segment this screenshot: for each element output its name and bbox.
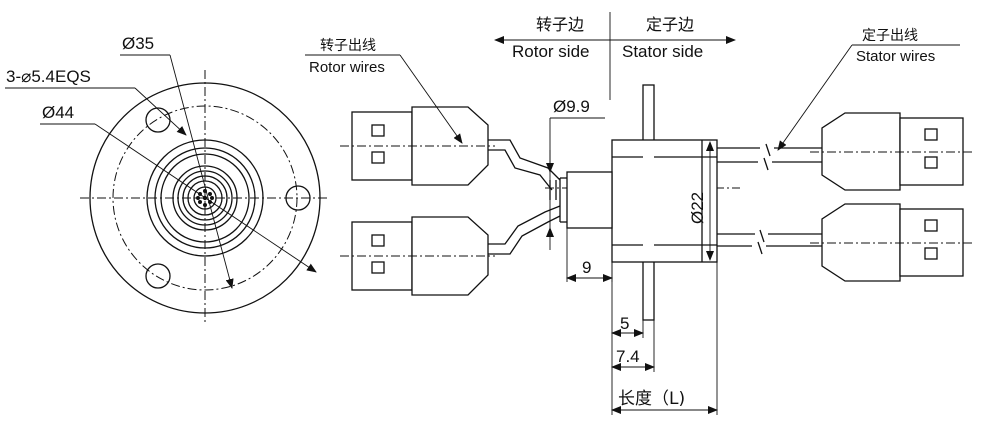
side-view: 转子边 Rotor side 定子边 Stator side — [305, 12, 975, 415]
stator-wire-top — [717, 143, 822, 157]
dim-7-4-label: 7.4 — [616, 347, 640, 366]
stator-wires-leader — [777, 44, 853, 151]
body-ring-6 — [182, 175, 228, 221]
dim-d35-leader — [169, 54, 234, 289]
flange-outer-circle — [89, 82, 321, 314]
rotor-wires-leader — [399, 54, 463, 144]
rotor-wire-top-a — [488, 139, 561, 181]
rotor-body — [566, 171, 613, 229]
rotor-wires-cn: 转子出线 — [320, 38, 376, 54]
mounting-hole-1 — [145, 107, 171, 133]
dim-d9-9-label: Ø9.9 — [553, 97, 590, 116]
dim-9-label: 9 — [582, 258, 591, 277]
dim-d44-label: Ø44 — [42, 103, 74, 122]
stator-body — [611, 139, 718, 263]
dim-5-label: 5 — [620, 314, 629, 333]
mounting-hole-3 — [145, 263, 171, 289]
body-ring-5 — [177, 170, 233, 226]
bolt-pitch-circle — [112, 105, 298, 291]
body-ring-3 — [160, 153, 250, 243]
dim-length-label: 长度（L) — [618, 389, 685, 409]
dim-d22-label: Ø22 — [688, 192, 707, 224]
dim-d44-leader — [94, 123, 317, 273]
dim-holes-label: 3-⌀5.4EQS — [6, 67, 91, 86]
dim-holes-leader — [134, 87, 187, 136]
dim-d35-label: Ø35 — [122, 34, 154, 53]
stator-side-cn: 定子边 — [646, 15, 694, 34]
rotor-side-en: Rotor side — [512, 42, 589, 61]
stator-connector-bottom — [810, 203, 975, 282]
rotor-wire-bottom-a — [488, 205, 561, 245]
body-ring-2 — [154, 147, 256, 249]
body-ring-1 — [146, 139, 264, 257]
stator-connector-top — [810, 112, 975, 191]
stator-wires-en: Stator wires — [856, 48, 935, 65]
rotor-side-cn: 转子边 — [536, 15, 584, 34]
stator-wires-cn: 定子出线 — [862, 28, 918, 44]
front-view: Ø35 3-⌀5.4EQS Ø44 — [5, 34, 330, 325]
stator-side-en: Stator side — [622, 42, 703, 61]
rotor-connector-bottom — [340, 216, 495, 296]
rotor-ring — [187, 180, 223, 216]
rotor-wires-en: Rotor wires — [309, 59, 385, 76]
body-ring-4 — [172, 165, 238, 231]
rotor-connector-top — [340, 106, 495, 186]
mounting-hole-2 — [285, 185, 311, 211]
stator-wire-bottom — [717, 229, 822, 243]
